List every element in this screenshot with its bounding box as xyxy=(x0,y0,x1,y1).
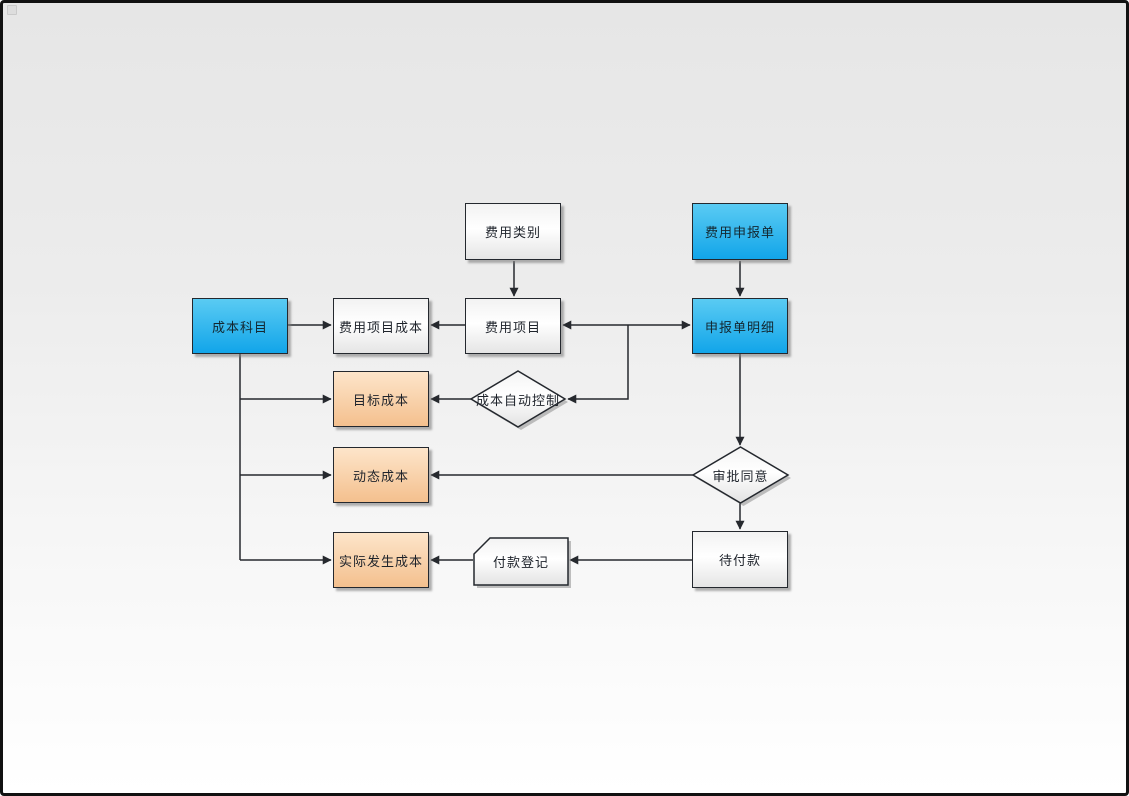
node-actual-cost[interactable]: 实际发生成本 xyxy=(333,532,429,588)
node-cost-subject[interactable]: 成本科目 xyxy=(192,298,288,354)
node-pending-payment-label: 待付款 xyxy=(718,554,761,569)
node-expense-declaration-label: 费用申报单 xyxy=(704,226,775,241)
node-expense-item-label: 费用项目 xyxy=(484,320,541,336)
node-target-cost-label: 目标成本 xyxy=(352,393,409,409)
node-expense-item-cost[interactable]: 费用项目成本 xyxy=(333,298,429,354)
card-shape xyxy=(473,537,571,588)
node-expense-declaration[interactable]: 费用申报单 xyxy=(692,203,788,260)
node-cost-auto-control-label: 成本自动控制 xyxy=(475,393,560,409)
node-payment-register-label: 付款登记 xyxy=(492,556,549,571)
node-cost-subject-label: 成本科目 xyxy=(211,320,268,336)
node-payment-register[interactable]: 付款登记 xyxy=(473,537,571,588)
node-declaration-detail-label: 申报单明细 xyxy=(704,320,775,336)
node-approval-agree-label: 审批同意 xyxy=(712,469,769,485)
edge-detail-to-autocontrol xyxy=(567,325,629,404)
connector-layer xyxy=(239,261,745,565)
node-expense-item-cost-label: 费用项目成本 xyxy=(338,320,423,336)
node-cost-auto-control[interactable]: 成本自动控制 xyxy=(469,370,568,430)
node-expense-category-label: 费用类别 xyxy=(484,226,541,241)
decision-diamond-shape xyxy=(469,370,568,430)
node-expense-item[interactable]: 费用项目 xyxy=(465,298,561,354)
node-dynamic-cost[interactable]: 动态成本 xyxy=(333,447,429,503)
node-approval-agree[interactable]: 审批同意 xyxy=(691,446,791,506)
node-dynamic-cost-label: 动态成本 xyxy=(352,469,409,485)
node-declaration-detail[interactable]: 申报单明细 xyxy=(692,298,788,354)
node-expense-category[interactable]: 费用类别 xyxy=(465,203,561,260)
decision-diamond-shape xyxy=(691,446,791,506)
corner-mark xyxy=(7,5,17,15)
node-target-cost[interactable]: 目标成本 xyxy=(333,371,429,427)
node-actual-cost-label: 实际发生成本 xyxy=(338,554,423,570)
node-pending-payment[interactable]: 待付款 xyxy=(692,531,788,588)
